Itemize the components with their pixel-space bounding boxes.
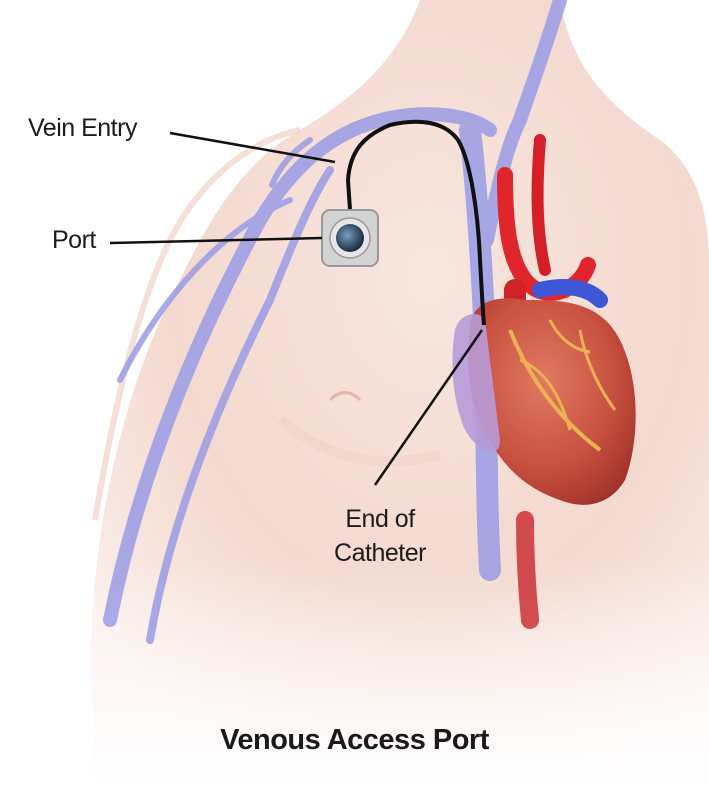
diagram-title: Venous Access Port <box>0 724 709 757</box>
port-label: Port <box>52 226 96 255</box>
vein-entry-label: Vein Entry <box>28 114 137 143</box>
end-of-catheter-label: End of Catheter <box>300 502 460 570</box>
port-device <box>322 210 378 266</box>
end-of-catheter-line2: Catheter <box>300 536 460 570</box>
end-of-catheter-line1: End of <box>300 502 460 536</box>
